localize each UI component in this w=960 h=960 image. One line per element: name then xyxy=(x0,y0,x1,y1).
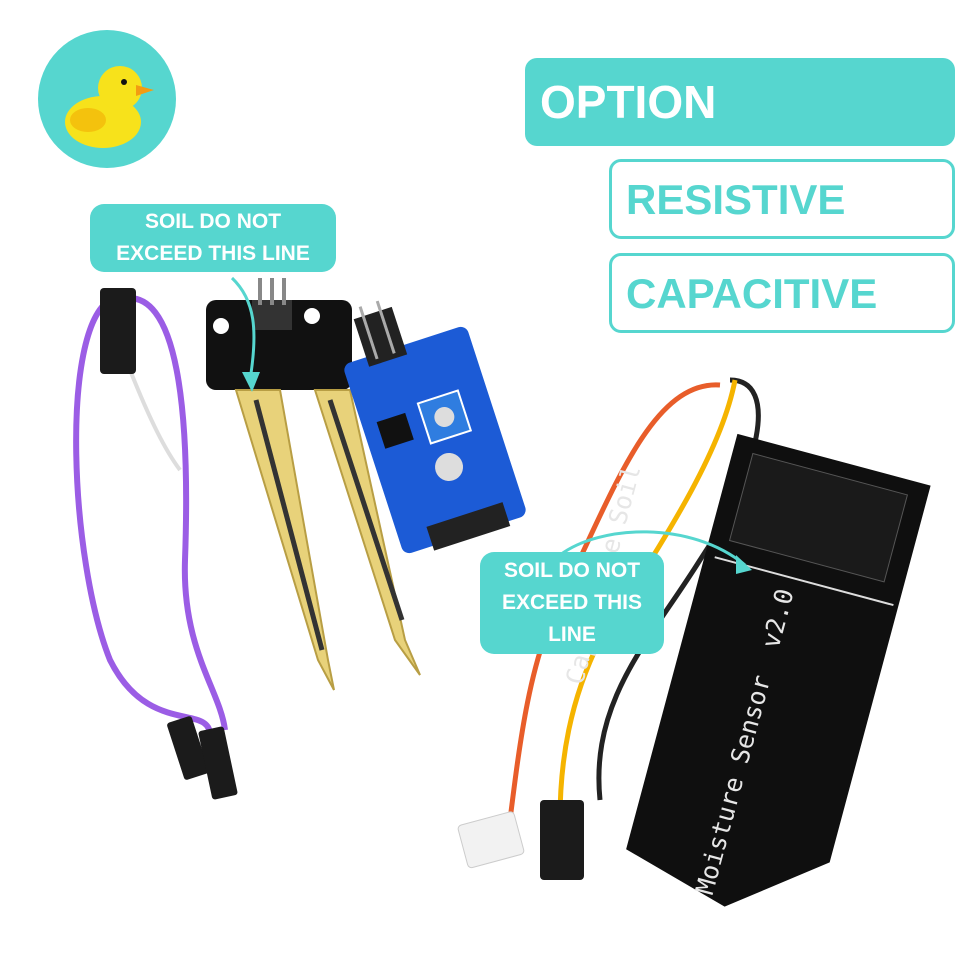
callout-left-arrow xyxy=(230,276,256,381)
callout-right-arrow xyxy=(559,530,746,567)
purple-jumper-wire xyxy=(73,297,214,741)
resistive-probe xyxy=(206,278,421,691)
option-title-banner: OPTION xyxy=(525,58,955,146)
capacitive-dupont-connector xyxy=(540,800,584,880)
dupont-connector-bottom-1 xyxy=(167,716,209,780)
callout-right: SOIL DO NOT EXCEED THIS LINE xyxy=(480,552,664,654)
option-resistive-label: RESISTIVE xyxy=(626,176,846,223)
comparator-module xyxy=(344,300,526,554)
capacitive-sensor-board xyxy=(626,433,931,907)
dupont-connector-top xyxy=(100,288,136,374)
callout-left-text: SOIL DO NOT EXCEED THIS LINE xyxy=(116,210,310,265)
option-title: OPTION xyxy=(540,76,717,128)
option-capacitive[interactable]: CAPACITIVE xyxy=(609,253,955,333)
jst-connector xyxy=(457,811,525,869)
callout-left: SOIL DO NOT EXCEED THIS LINE xyxy=(90,204,336,272)
option-capacitive-label: CAPACITIVE xyxy=(626,270,878,317)
rubber-duck-icon xyxy=(65,66,154,148)
brand-logo xyxy=(38,30,176,168)
option-resistive[interactable]: RESISTIVE xyxy=(609,159,955,239)
dupont-connector-bottom-2 xyxy=(198,726,238,800)
capacitive-wire-black xyxy=(596,377,761,801)
callout-right-text: SOIL DO NOT EXCEED THIS LINE xyxy=(501,559,643,646)
